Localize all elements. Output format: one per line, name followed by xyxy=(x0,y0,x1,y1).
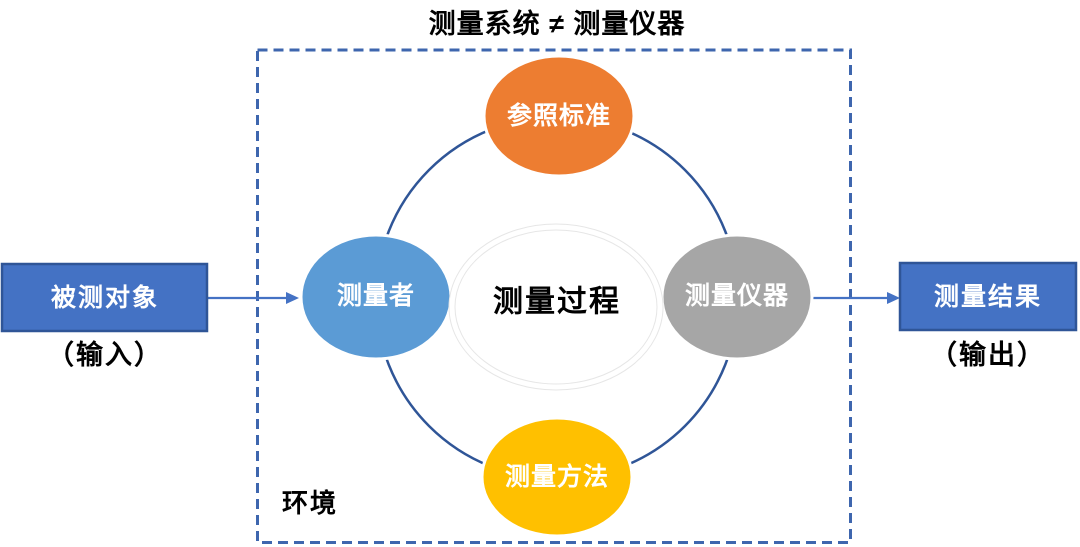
node-measurer-label: 测量者 xyxy=(337,282,415,310)
input-box-label: 被测对象 xyxy=(51,284,159,312)
output-arrow xyxy=(805,292,900,304)
node-instrument-label: 测量仪器 xyxy=(685,282,789,310)
node-method-label: 测量方法 xyxy=(505,462,609,491)
diagram-title: 测量系统 ≠ 测量仪器 xyxy=(429,8,686,39)
output-box-label: 测量结果 xyxy=(934,283,1042,311)
output-caption: （输出） xyxy=(930,339,1046,370)
input-arrow xyxy=(205,292,299,304)
node-reference-standard-label: 参照标准 xyxy=(507,101,611,130)
output-box xyxy=(898,261,1078,332)
output-arrowhead-icon xyxy=(887,292,900,304)
environment-label: 环境 xyxy=(282,488,338,518)
process-label: 测量过程 xyxy=(493,286,621,319)
input-box xyxy=(0,262,209,333)
node-method xyxy=(480,416,634,538)
input-caption: （输入） xyxy=(47,339,163,370)
node-reference-standard xyxy=(482,54,636,178)
process-circle xyxy=(449,224,663,390)
input-arrowhead-icon xyxy=(286,292,299,304)
environment-box xyxy=(256,48,852,544)
